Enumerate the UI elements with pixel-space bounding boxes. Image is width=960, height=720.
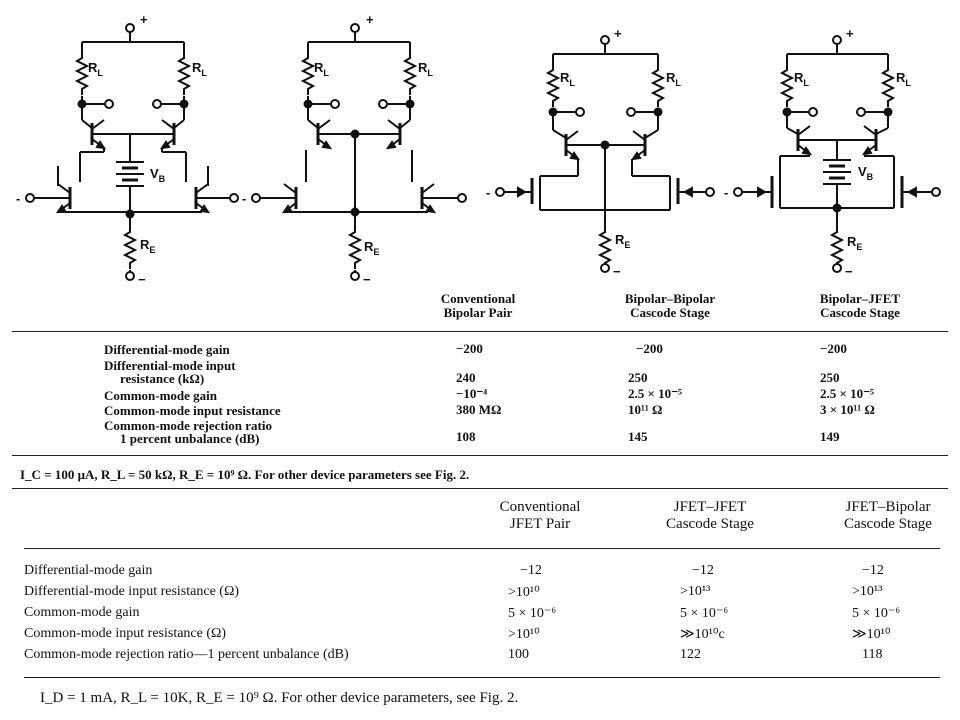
- table-cell: >10¹³: [680, 584, 711, 599]
- table-cell: >10¹⁰: [508, 627, 540, 642]
- column-header: Conventional Bipolar Pair: [440, 291, 516, 320]
- column-header: Bipolar–Bipolar Cascode Stage: [624, 291, 716, 320]
- label-input-minus: -: [16, 191, 20, 206]
- table-cell: >10¹³: [852, 584, 883, 599]
- table-cell: 250: [628, 370, 648, 385]
- label-input-minus: -: [242, 191, 246, 206]
- label-re: RE: [140, 237, 155, 255]
- label-rl: RL: [666, 70, 681, 88]
- table-cell: −200: [456, 341, 483, 356]
- table-cell: 100: [508, 647, 529, 662]
- circuit-jfet-bipolar-cascode: [742, 44, 932, 270]
- table-cell: −200: [636, 341, 663, 356]
- table-cell: 380 MΩ: [456, 402, 502, 417]
- column-header: JFET–JFET Cascode Stage: [666, 499, 754, 532]
- table-cell: 2.5 × 10⁻⁵: [820, 386, 874, 401]
- column-header: Bipolar–JFET Cascode Stage: [819, 291, 901, 320]
- row-label: Differential-mode input resistance (Ω): [24, 584, 240, 599]
- label-input-minus: -: [486, 185, 490, 200]
- table-cell: 118: [862, 647, 883, 662]
- label-rl: RL: [560, 70, 575, 88]
- table-cell: 250: [820, 370, 840, 385]
- label-plus: +: [366, 12, 374, 27]
- row-label: Common-mode gain: [24, 605, 140, 620]
- table-cell: 2.5 × 10⁻⁵: [628, 386, 682, 401]
- table-cell: −12: [692, 563, 714, 578]
- row-label: resistance (kΩ): [120, 371, 205, 386]
- label-input-minus: -: [724, 185, 728, 200]
- table-cell: 149: [820, 429, 840, 444]
- label-minus: −: [138, 272, 146, 287]
- circuit-diagrams: + + + + RL RL RL RL RL RL RL RL VB VB RE…: [16, 12, 941, 287]
- table-rule: [12, 488, 948, 489]
- table-cell: ≫10¹⁰: [852, 627, 891, 642]
- table-footnote: I_D = 1 mA, R_L = 10K, R_E = 10⁹ Ω. For …: [40, 690, 519, 706]
- table-cell: −12: [862, 563, 884, 578]
- table-cell: 5 × 10⁻⁶: [680, 606, 729, 621]
- row-label: Common-mode input resistance (Ω): [24, 626, 227, 641]
- table-cell: 108: [456, 429, 476, 444]
- table-rule: [24, 548, 940, 549]
- label-rl: RL: [314, 60, 329, 78]
- table-rule: [24, 677, 940, 678]
- label-minus: −: [613, 264, 621, 279]
- label-minus: −: [845, 264, 853, 279]
- label-minus: −: [363, 272, 371, 287]
- row-label: Common-mode gain: [104, 388, 218, 403]
- label-vb: VB: [150, 166, 166, 184]
- table-footnote: I_C = 100 μA, R_L = 50 kΩ, R_E = 10⁹ Ω. …: [20, 467, 470, 482]
- table-rule: [12, 331, 948, 332]
- label-plus: +: [140, 12, 148, 27]
- table-cell: −200: [820, 341, 847, 356]
- row-label: Differential-mode gain: [104, 342, 230, 357]
- column-header: Conventional JFET Pair: [499, 499, 581, 532]
- table-cell: 145: [628, 429, 648, 444]
- label-rl: RL: [418, 60, 433, 78]
- table-cell: −12: [520, 563, 542, 578]
- row-label: 1 percent unbalance (dB): [120, 431, 260, 446]
- table-cell: 5 × 10⁻⁶: [508, 606, 557, 621]
- label-re: RE: [847, 234, 862, 252]
- label-rl: RL: [896, 70, 911, 88]
- label-plus: +: [614, 26, 622, 41]
- table-cell: 10¹¹ Ω: [628, 402, 663, 417]
- circuit-jfet-cascode: [504, 44, 706, 270]
- label-rl: RL: [88, 60, 103, 78]
- table-cell: 3 × 10¹¹ Ω: [820, 402, 875, 417]
- table-cell: 240: [456, 370, 476, 385]
- label-re: RE: [364, 239, 379, 257]
- column-header: JFET–Bipolar Cascode Stage: [844, 499, 932, 532]
- label-rl: RL: [794, 70, 809, 88]
- table-rule: [12, 455, 948, 456]
- table-cell: −10⁻⁴: [456, 386, 488, 401]
- label-re: RE: [615, 232, 630, 250]
- table-cell: >10¹⁰: [508, 585, 540, 600]
- label-rl: RL: [192, 60, 207, 78]
- table-cell: 5 × 10⁻⁶: [852, 606, 901, 621]
- row-label: Differential-mode gain: [24, 563, 153, 578]
- row-label: Common-mode input resistance: [104, 403, 281, 418]
- table-cell: ≫10¹⁰c: [680, 627, 725, 642]
- table-cell: 122: [680, 647, 701, 662]
- label-vb: VB: [858, 164, 874, 182]
- row-label: Common-mode rejection ratio—1 percent un…: [24, 647, 349, 662]
- row-label: Differential-mode input: [104, 358, 236, 373]
- row-label: Common-mode rejection ratio: [104, 418, 272, 433]
- label-plus: +: [846, 26, 854, 41]
